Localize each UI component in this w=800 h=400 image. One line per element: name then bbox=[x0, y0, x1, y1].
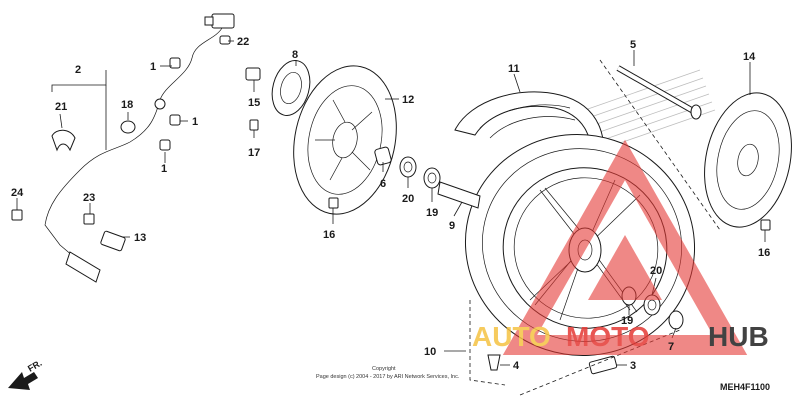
front-axle bbox=[616, 65, 702, 120]
watermark-word-hub: HUB bbox=[708, 321, 769, 352]
valve-and-weight bbox=[487, 354, 618, 375]
pulser-ring bbox=[271, 60, 311, 116]
callout-10: 10 bbox=[424, 346, 436, 358]
callout-1c: 1 bbox=[161, 163, 167, 175]
leader-lines bbox=[16, 40, 766, 366]
callout-22: 22 bbox=[237, 36, 249, 48]
callout-19b: 19 bbox=[621, 315, 633, 327]
copyright-line2: Page design (c) 2004 - 2017 by ARI Netwo… bbox=[316, 374, 460, 380]
direction-arrow-icon bbox=[8, 372, 38, 390]
callout-23: 23 bbox=[83, 192, 95, 204]
automotohub-watermark-logo: AUTO MOTO HUB bbox=[472, 139, 769, 355]
callout-12: 12 bbox=[402, 94, 414, 106]
watermark-triangle-inner bbox=[588, 235, 662, 300]
callout-17: 17 bbox=[248, 147, 260, 159]
callout-6: 6 bbox=[380, 178, 386, 190]
direction-label: FR. bbox=[26, 358, 44, 374]
callout-16b: 16 bbox=[758, 247, 770, 259]
watermark-word-auto: AUTO bbox=[472, 321, 551, 352]
callout-7: 7 bbox=[668, 341, 674, 353]
callout-9: 9 bbox=[449, 220, 455, 232]
callout-24: 24 bbox=[11, 187, 24, 199]
left-brake-disc bbox=[293, 65, 397, 215]
callout-11: 11 bbox=[508, 63, 520, 75]
bolts bbox=[11, 67, 771, 231]
callout-1b: 1 bbox=[192, 116, 198, 128]
callout-8: 8 bbox=[292, 49, 298, 61]
callout-3: 3 bbox=[630, 360, 636, 372]
front-direction-indicator: FR. bbox=[8, 358, 44, 390]
right-brake-disc bbox=[704, 92, 792, 228]
callout-2: 2 bbox=[75, 64, 81, 76]
callout-18: 18 bbox=[121, 99, 133, 111]
watermark-word-moto: MOTO bbox=[566, 321, 649, 352]
diagram-code: MEH4F1100 bbox=[720, 382, 770, 392]
callout-16a: 16 bbox=[323, 229, 335, 241]
callout-20a: 20 bbox=[402, 193, 414, 205]
copyright-line1: Copyright bbox=[372, 366, 396, 372]
callout-13: 13 bbox=[134, 232, 146, 244]
callout-19a: 19 bbox=[426, 207, 438, 219]
callout-1a: 1 bbox=[150, 61, 156, 73]
callout-4: 4 bbox=[513, 360, 520, 372]
callout-21: 21 bbox=[55, 101, 67, 113]
callout-15: 15 bbox=[248, 97, 260, 109]
copyright-notice: Copyright Page design (c) 2004 - 2017 by… bbox=[316, 366, 460, 380]
callout-20b: 20 bbox=[650, 265, 662, 277]
callout-14: 14 bbox=[743, 51, 756, 63]
callout-5: 5 bbox=[630, 39, 636, 51]
wheel-speed-sensor bbox=[44, 13, 235, 283]
watermark-triangle bbox=[502, 139, 748, 355]
callout-labels: 2 21 1 1 1 22 18 13 23 24 15 8 17 12 16 … bbox=[11, 36, 770, 372]
